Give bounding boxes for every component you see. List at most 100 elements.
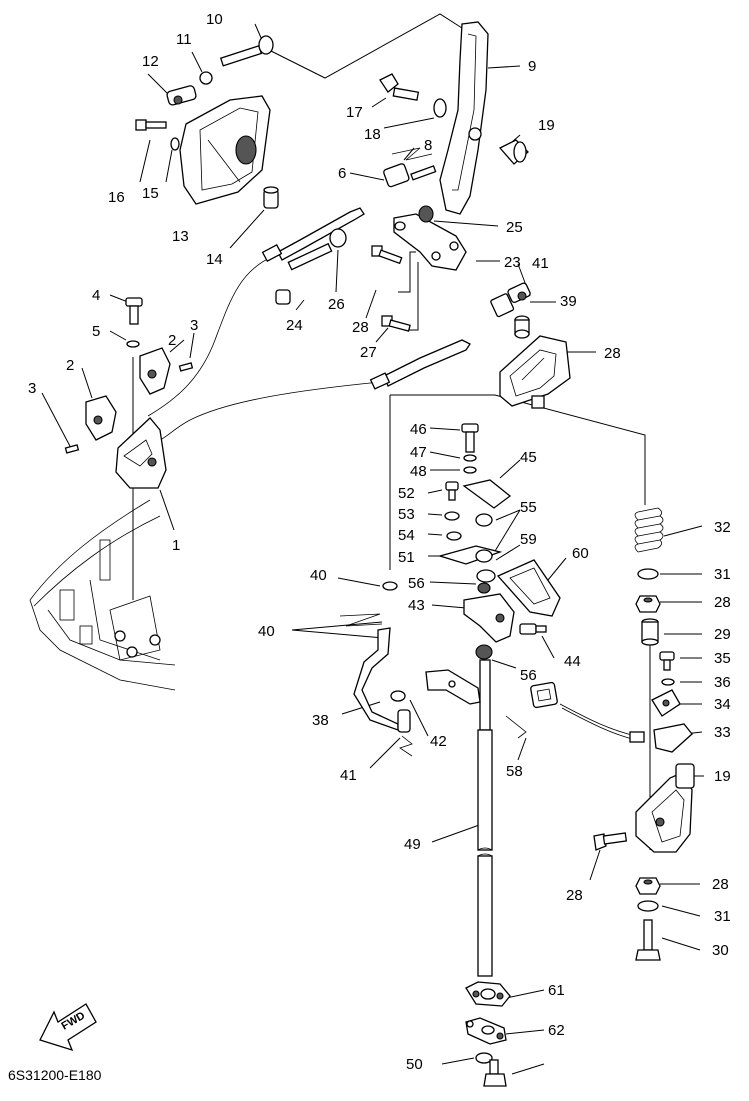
nut-28-lower	[635, 877, 661, 895]
washer-5	[126, 340, 140, 348]
shaft-49	[477, 659, 493, 977]
label-22: 26	[328, 296, 345, 313]
label-36: 36	[714, 674, 731, 691]
label-45: 45	[520, 449, 537, 466]
label-46: 46	[410, 421, 427, 438]
label-5: 5	[92, 323, 100, 340]
washer-47	[463, 454, 477, 462]
label-14: 12	[142, 53, 159, 70]
washer-39	[382, 581, 398, 591]
label-43: 43	[408, 597, 425, 614]
bolt-4	[125, 297, 143, 325]
label-28-lower: 28	[712, 876, 729, 893]
label-31-upper: 31	[714, 566, 731, 583]
label-53: 53	[398, 506, 415, 523]
collar-55-lower	[475, 549, 493, 563]
label-55: 55	[520, 499, 537, 516]
nut-13	[199, 71, 213, 85]
label-59: 60	[572, 545, 589, 562]
clip-7	[391, 147, 433, 161]
bolt-30	[635, 919, 661, 961]
bolt-46	[461, 423, 479, 453]
label-30: 30	[712, 942, 729, 959]
label-47: 47	[410, 444, 427, 461]
joint-12	[219, 35, 274, 67]
label-60: 61	[548, 982, 565, 999]
washer-10	[433, 98, 447, 118]
label-44: 44	[564, 653, 581, 670]
bolt-35	[659, 651, 675, 671]
label-2-upper: 2	[168, 332, 176, 349]
clamp-2-lower	[85, 395, 117, 441]
label-31-lower: 31	[714, 908, 731, 925]
label-32: 32	[714, 519, 731, 536]
label-37: 38	[312, 712, 329, 729]
collar-38	[514, 315, 530, 339]
washer-42	[390, 690, 406, 702]
bolt-9	[379, 73, 420, 101]
bolt-18	[135, 119, 167, 131]
collar-56-lower	[475, 644, 493, 660]
label-56-lower: 56	[520, 667, 537, 684]
o-ring-50	[475, 1052, 493, 1064]
switch-44	[519, 623, 547, 635]
plate-34	[651, 689, 681, 717]
label-24: 27	[360, 344, 377, 361]
clip-40-lower	[399, 735, 413, 757]
label-3-lower: 3	[28, 380, 36, 397]
washer-17	[170, 137, 180, 151]
label-41: 41	[532, 255, 549, 272]
label-6: 6	[338, 165, 346, 182]
label-18: 16	[108, 189, 125, 206]
label-39: 40	[310, 567, 327, 584]
bolt-24	[381, 315, 411, 332]
label-15: 13	[172, 228, 189, 245]
bracket-33	[629, 723, 693, 753]
label-40-lower: 41	[340, 767, 357, 784]
collar-29	[641, 618, 659, 646]
collar-11	[498, 139, 529, 165]
label-61: 62	[548, 1022, 565, 1039]
label-50: 50	[406, 1056, 423, 1073]
label-3-upper: 3	[190, 317, 198, 334]
label-12: 10	[206, 11, 223, 28]
label-26: 28	[604, 345, 621, 362]
collar-23	[418, 205, 434, 223]
washer-31-lower	[637, 900, 659, 912]
label-40-upper: 40	[258, 623, 275, 640]
label-42: 42	[430, 733, 447, 750]
joint-41	[490, 282, 531, 318]
label-1: 1	[172, 537, 180, 554]
label-20: 23	[504, 254, 521, 271]
sensor-connector	[530, 681, 558, 709]
washer-48	[463, 466, 477, 474]
label-13: 11	[176, 31, 192, 48]
callout-labels: 10 11 12 9 17 18 19 8 6 16 15 13 14 25 2…	[28, 11, 731, 1073]
throttle-cam-26	[499, 335, 571, 409]
label-57: 58	[506, 763, 523, 780]
pin-3-lower	[64, 444, 80, 454]
throttle-cables	[147, 207, 637, 741]
label-51: 51	[398, 549, 415, 566]
label-7: 8	[424, 137, 432, 154]
arm-42	[425, 669, 481, 705]
washer-22	[329, 228, 347, 248]
bolt-62	[483, 1059, 507, 1087]
label-8: 9	[528, 58, 536, 75]
plate-61	[465, 1017, 507, 1045]
fwd-arrow: FWD	[39, 1003, 97, 1052]
nut-28-upper	[635, 595, 661, 613]
lower-cowling	[29, 499, 176, 691]
washer-36	[661, 678, 675, 686]
bolt-25	[371, 245, 403, 265]
label-35: 35	[714, 650, 731, 667]
diagram-code: 6S31200-E180	[8, 1067, 102, 1083]
label-11: 19	[538, 117, 555, 134]
label-52: 52	[398, 485, 415, 502]
collar-16	[263, 186, 279, 209]
washer-31-upper	[637, 568, 659, 580]
pin-3-upper	[178, 362, 194, 372]
label-23: 25	[506, 219, 523, 236]
label-33: 33	[714, 724, 731, 741]
